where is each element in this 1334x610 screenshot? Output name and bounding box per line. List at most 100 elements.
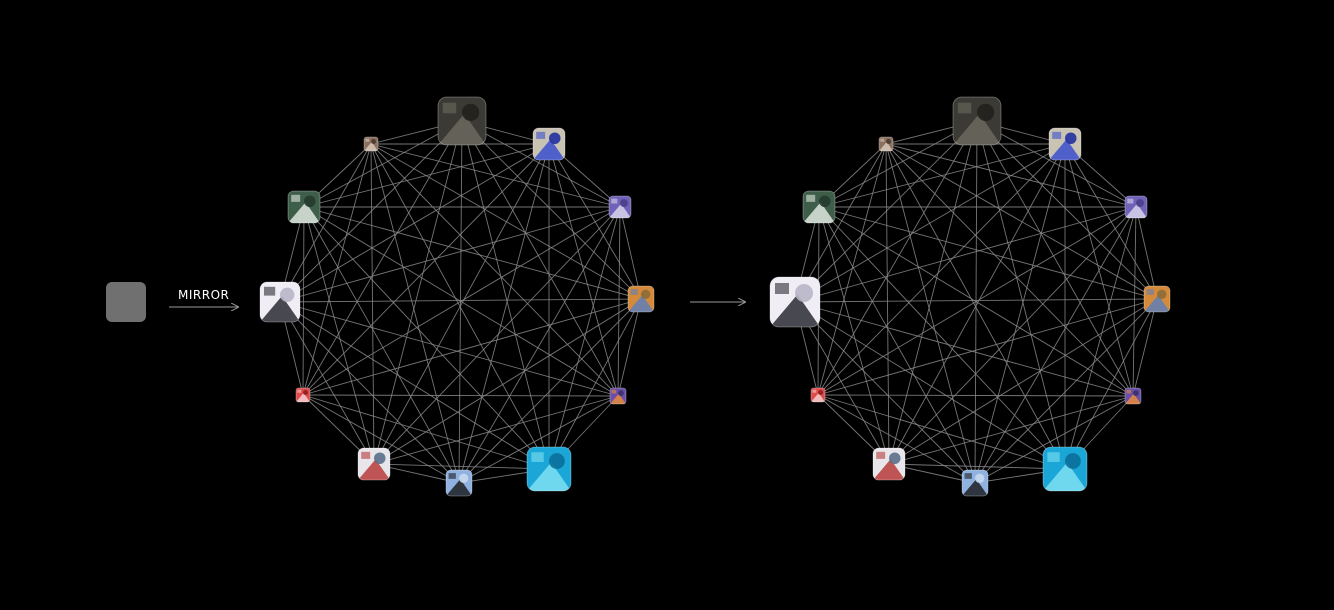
input-square [106, 282, 146, 322]
edge-line [619, 206, 642, 300]
edge-line [279, 206, 621, 303]
edge-line [370, 143, 642, 300]
edge-line [817, 298, 1158, 396]
node-frame [526, 446, 572, 492]
edge-line [373, 298, 642, 465]
edge-line [458, 298, 642, 484]
edge-line [370, 143, 550, 470]
edge-line [794, 120, 978, 303]
edge-line [302, 206, 621, 396]
node-frame [259, 281, 301, 323]
node-frame [1042, 446, 1088, 492]
edge-line [818, 206, 976, 484]
edge-line [302, 206, 305, 396]
node-frame [609, 387, 627, 405]
edge-line [617, 206, 621, 397]
small-photo-thumbnail [879, 137, 893, 151]
edge-line [279, 298, 642, 303]
wolf-sky-thumbnail [962, 470, 988, 496]
purple-scene-thumbnail [609, 196, 631, 218]
node-frame [357, 447, 391, 481]
edge-line [818, 206, 1158, 300]
edge-line [817, 394, 976, 484]
edge-line [279, 301, 375, 465]
edge-line [373, 143, 550, 465]
edge-line [1064, 206, 1137, 470]
node-frame [532, 127, 566, 161]
edge-line [303, 206, 375, 465]
edge-line [818, 206, 1066, 470]
green-sign-thumbnail [803, 191, 835, 223]
edge-line [818, 120, 978, 208]
edge-line [794, 143, 887, 303]
edge-line [976, 120, 1066, 470]
edge-line [279, 143, 372, 303]
edge-line [302, 394, 550, 470]
node-frame [802, 190, 836, 224]
red-object-thumbnail [811, 388, 825, 402]
edge-line [817, 394, 1066, 470]
edge-line [885, 143, 890, 465]
edge-line [1064, 298, 1158, 470]
edge-line [279, 301, 550, 470]
edge-line [885, 143, 1134, 397]
node-frame [437, 96, 487, 146]
edge-line [817, 394, 1134, 397]
edge-line [888, 143, 1066, 465]
edge-line [974, 395, 1134, 484]
node-frame [878, 136, 894, 152]
edge-line [818, 206, 1134, 397]
edge-group [794, 120, 1158, 484]
edge-line [370, 143, 621, 208]
collage-thumbnail [873, 448, 905, 480]
wolf-sky-thumbnail [446, 470, 472, 496]
edge-line [461, 120, 642, 300]
node-frame [445, 469, 473, 497]
edge-line [794, 301, 976, 484]
edge-line [888, 206, 1137, 465]
edge-line [461, 120, 621, 208]
edge-line [885, 143, 1158, 300]
edge-line [461, 120, 550, 470]
edge-line [279, 301, 619, 397]
edge-line [548, 298, 642, 470]
edge-line [370, 143, 460, 484]
edge-line [974, 298, 1158, 484]
small-photo-thumbnail [364, 137, 378, 151]
edge-line [794, 298, 1158, 303]
edge-line [617, 298, 642, 397]
pool-tiles-thumbnail [527, 447, 571, 491]
red-object-thumbnail [296, 388, 310, 402]
purple-scene-thumbnail [1125, 196, 1147, 218]
edge-line [818, 206, 890, 465]
dog-painting-thumbnail [1144, 286, 1170, 312]
node-frame [608, 195, 632, 219]
source-graph [259, 96, 655, 497]
edge-line [279, 301, 460, 484]
edge-line [373, 463, 550, 470]
panther-sketch-thumbnail [770, 277, 820, 327]
node-frame [1143, 285, 1171, 313]
node-frame [872, 447, 906, 481]
edge-line [303, 120, 463, 208]
edge-line [974, 143, 1066, 484]
edge-line [976, 120, 1137, 208]
mirrored-graph [769, 96, 1171, 497]
blue-flower-thumbnail [1049, 128, 1081, 160]
pool-tiles-thumbnail [1043, 447, 1087, 491]
node-frame [627, 285, 655, 313]
orange-purple-thumbnail [610, 388, 626, 404]
edge-line [818, 143, 1066, 208]
edge-line [888, 463, 1066, 470]
edge-line [794, 301, 1066, 470]
node-frame [1124, 195, 1148, 219]
collage-thumbnail [358, 448, 390, 480]
node-frame [961, 469, 989, 497]
edge-line [302, 298, 642, 396]
orange-purple-thumbnail [1125, 388, 1141, 404]
edge-line [302, 143, 372, 396]
edge-line [817, 206, 1137, 396]
edge-line [461, 120, 619, 397]
node-frame [1048, 127, 1082, 161]
